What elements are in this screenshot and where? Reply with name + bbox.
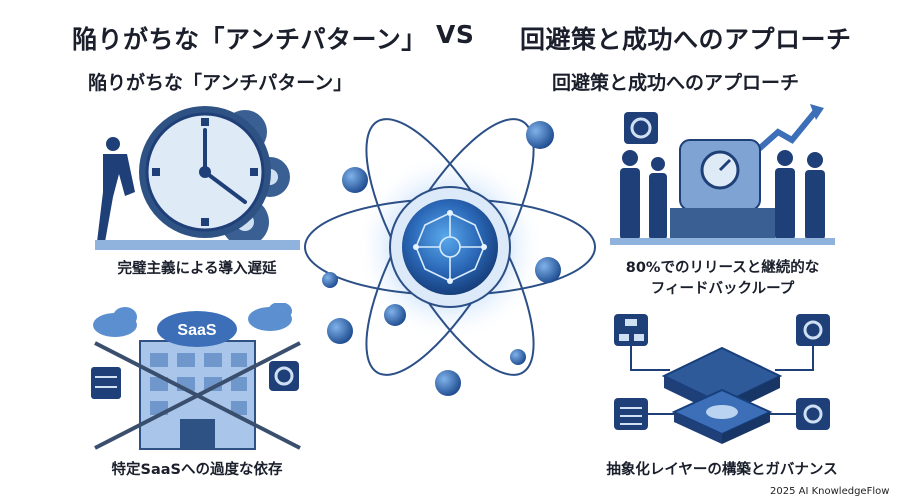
gear-icon <box>796 398 830 430</box>
atom-illustration <box>304 118 596 396</box>
worker-figure <box>97 137 135 242</box>
vs-label: VS <box>436 20 475 49</box>
clock-gear-illustration <box>95 106 300 250</box>
saas-badge: SaaS <box>177 322 216 339</box>
left-heading: 陥りがちな「アンチパターン」 <box>72 25 427 54</box>
gear-icon <box>624 112 658 144</box>
gear-icon <box>796 314 830 346</box>
caption-perfectionism: 完璧主義による導入遅延 <box>117 261 277 277</box>
left-subtitle: 陥りがちな「アンチパターン」 <box>88 72 353 94</box>
database-icon <box>91 367 121 399</box>
caption-line-1: 80%でのリリースと継続的な <box>625 260 820 276</box>
saas-lock-in-illustration: SaaS <box>91 303 301 450</box>
caption-abstraction-layer: 抽象化レイヤーの構築とガバナンス <box>606 462 838 478</box>
gear-icon <box>269 361 299 391</box>
cloud-icon <box>93 303 292 337</box>
hierarchy-icon <box>614 314 648 346</box>
footer-credit: 2025 AI KnowledgeFlow <box>770 486 890 497</box>
right-subtitle: 回避策と成功へのアプローチ <box>552 72 800 94</box>
list-icon <box>614 398 648 430</box>
trend-arrow-icon <box>757 109 818 151</box>
caption-saas-dependency: 特定SaaSへの過度な依存 <box>111 462 283 478</box>
caption-release-feedback: 80%でのリリースと継続的な フィードバックループ <box>605 258 840 300</box>
right-heading: 回避策と成功へのアプローチ <box>520 25 852 54</box>
team-machine-illustration <box>610 104 835 245</box>
team-figures <box>620 150 825 240</box>
abstraction-layer-illustration <box>614 314 830 444</box>
caption-line-2: フィードバックループ <box>650 281 795 297</box>
